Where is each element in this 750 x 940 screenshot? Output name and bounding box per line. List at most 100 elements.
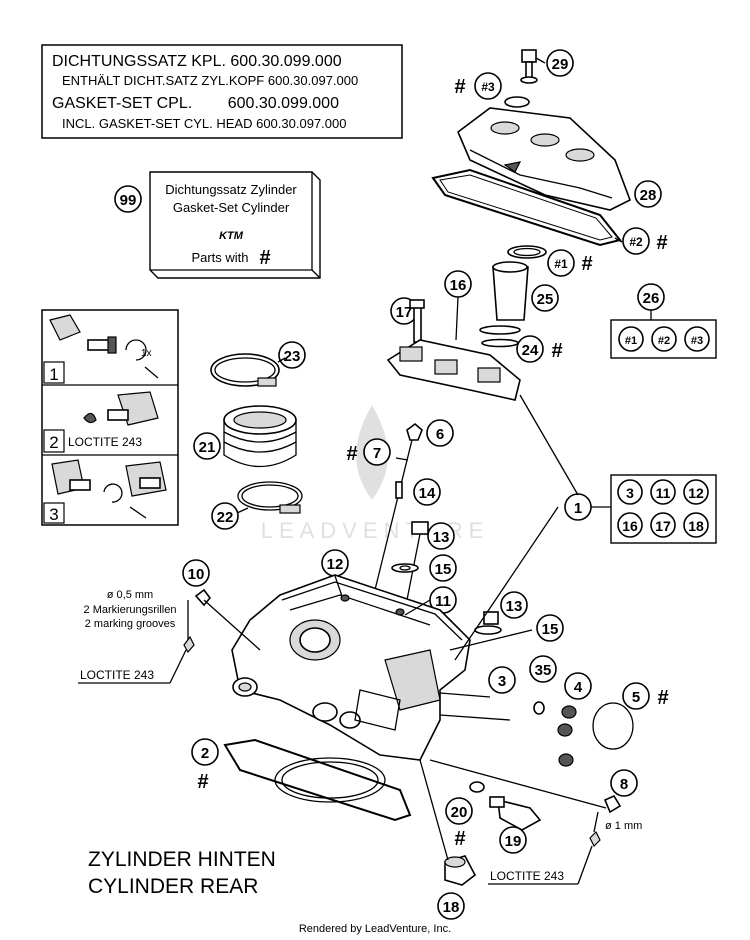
svg-text:#: # <box>656 232 667 254</box>
svg-text:#1: #1 <box>554 257 568 271</box>
kit-box-hash: # <box>259 247 270 269</box>
gasket-set-line3: GASKET-SET CPL. 600.30.099.000 <box>52 95 339 112</box>
kit-box-logo: KTM <box>219 230 244 242</box>
svg-text:#: # <box>454 828 465 850</box>
watermark-text: LEADVENTURE <box>261 518 490 543</box>
svg-text:#3: #3 <box>691 335 703 347</box>
svg-text:25: 25 <box>537 291 554 308</box>
svg-text:17: 17 <box>655 518 671 534</box>
valve-cover-assembly <box>431 49 632 349</box>
step-number: 3 <box>49 505 58 524</box>
svg-text:#: # <box>581 253 592 275</box>
svg-text:2: 2 <box>201 745 209 762</box>
step-1: 1 1x <box>43 314 159 384</box>
callout-22: 22 <box>211 502 239 530</box>
note-diameter-a: ø 0,5 mm <box>107 589 153 601</box>
note-diameter-b: ø 1 mm <box>605 820 642 832</box>
svg-text:7: 7 <box>373 445 381 462</box>
svg-text:24: 24 <box>522 342 539 359</box>
gasket-set-line4: INCL. GASKET-SET CYL. HEAD 600.30.097.00… <box>62 116 346 131</box>
kit-box-ref: 99 <box>120 192 137 209</box>
callout-13a: 13 <box>427 522 455 550</box>
callout-15a: 15 <box>429 554 457 582</box>
kit-box: 99 Dichtungssatz Zylinder Gasket-Set Cyl… <box>114 171 321 279</box>
head-gasket <box>223 738 412 822</box>
group-1: 3 11 12 16 17 18 <box>591 474 717 544</box>
callout-35: 35 <box>529 655 557 683</box>
callout-g2: #2 # <box>622 227 668 255</box>
kit-box-line2: Gasket-Set Cylinder <box>173 200 290 215</box>
callout-15b: 15 <box>536 614 564 642</box>
svg-text:13: 13 <box>506 598 523 615</box>
svg-text:#2: #2 <box>629 235 643 249</box>
svg-text:26: 26 <box>643 290 660 307</box>
svg-text:#2: #2 <box>658 335 670 347</box>
svg-text:15: 15 <box>542 621 559 638</box>
nuts-and-seals <box>533 701 634 767</box>
footer-credit: Rendered by LeadVenture, Inc. <box>299 923 451 935</box>
svg-text:#1: #1 <box>625 335 637 347</box>
title-de: ZYLINDER HINTEN <box>88 848 276 871</box>
intake-clamps <box>210 353 303 514</box>
svg-text:12: 12 <box>688 485 704 501</box>
svg-text:20: 20 <box>451 804 468 821</box>
svg-text:#: # <box>551 340 562 362</box>
svg-text:35: 35 <box>535 662 552 679</box>
svg-text:10: 10 <box>188 566 205 583</box>
svg-text:5: 5 <box>632 689 640 706</box>
svg-text:18: 18 <box>443 899 460 916</box>
gasket-set-line1: DICHTUNGSSATZ KPL. 600.30.099.000 <box>52 53 342 70</box>
callout-g1: #1 # <box>547 249 593 277</box>
svg-text:#: # <box>346 443 357 465</box>
gasket-set-line2: ENTHÄLT DICHT.SATZ ZYL.KOPF 600.30.097.0… <box>62 73 358 88</box>
svg-text:23: 23 <box>284 348 301 365</box>
note-loctite-right: LOCTITE 243 <box>490 869 564 883</box>
svg-text:#3: #3 <box>481 80 495 94</box>
callout-21: 21 <box>193 432 221 460</box>
svg-text:17: 17 <box>396 304 413 321</box>
step-label: LOCTITE 243 <box>68 435 142 449</box>
step-count: 1x <box>141 348 152 359</box>
watermark: LEADVENTURE <box>261 405 490 543</box>
camshaft-carrier <box>386 296 579 496</box>
svg-text:6: 6 <box>436 426 444 443</box>
steps-panel: 1 1x 2 LOCTITE 243 3 <box>41 309 179 526</box>
svg-text:8: 8 <box>620 776 628 793</box>
title-en: CYLINDER REAR <box>88 875 258 898</box>
callout-16: 16 <box>444 270 472 298</box>
callout-13b: 13 <box>500 591 528 619</box>
svg-text:11: 11 <box>435 593 451 610</box>
svg-text:3: 3 <box>498 673 506 690</box>
step-number: 2 <box>49 433 58 452</box>
svg-text:28: 28 <box>640 187 657 204</box>
svg-text:19: 19 <box>505 833 522 850</box>
step-number: 1 <box>49 365 58 384</box>
callout-5: 5# <box>622 682 669 710</box>
callout-18: 18 <box>437 892 465 920</box>
svg-text:11: 11 <box>656 485 671 501</box>
svg-text:#: # <box>454 76 465 98</box>
valve-parts <box>369 422 502 635</box>
callouts: 29 ##3 28 #2# #1# 25 24# 16 17 23 21 22 … <box>182 49 669 920</box>
fittings <box>183 588 622 886</box>
callout-20: 20 # <box>445 797 473 850</box>
group-26: 26 #1 #2 #3 <box>610 283 717 359</box>
svg-text:4: 4 <box>574 679 583 696</box>
note-loctite-left: LOCTITE 243 <box>80 668 154 682</box>
kit-box-line1: Dichtungssatz Zylinder <box>165 182 297 197</box>
step-2: 2 LOCTITE 243 <box>43 391 159 453</box>
callout-23: 23 <box>278 341 306 369</box>
callout-19: 19 <box>499 826 527 854</box>
svg-text:3: 3 <box>626 485 634 501</box>
kit-box-line3: Parts with <box>191 250 248 265</box>
svg-text:21: 21 <box>199 439 216 456</box>
svg-text:16: 16 <box>450 277 467 294</box>
callout-3: 3 <box>488 666 516 694</box>
callout-10: 10 <box>182 559 210 587</box>
callout-29: 29 <box>546 49 574 77</box>
callout-14: 14 <box>413 478 441 506</box>
callout-12: 12 <box>321 549 349 577</box>
callout-1: 1 <box>564 493 592 521</box>
callout-4: 4 <box>564 672 592 700</box>
